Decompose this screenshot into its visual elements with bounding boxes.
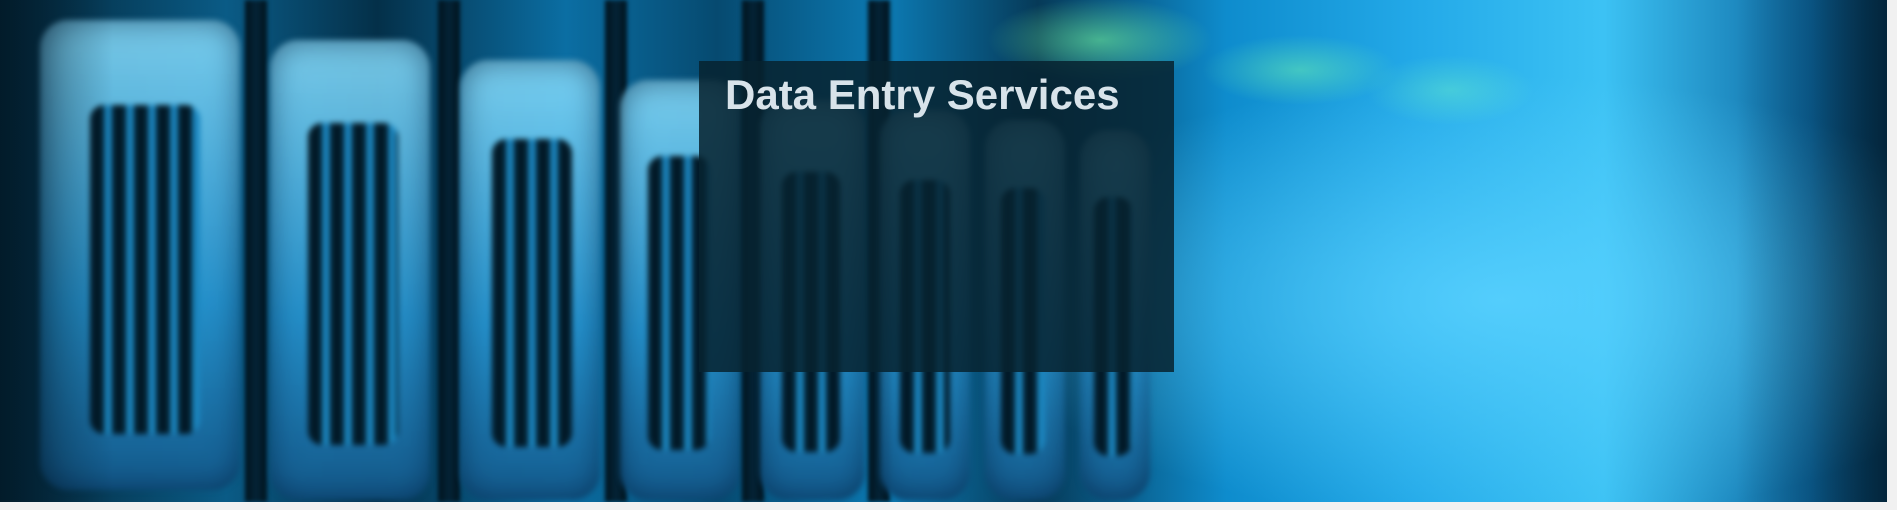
hero-banner: Data Entry Services (0, 0, 1887, 502)
hero-caption-overlay: Data Entry Services (699, 61, 1174, 372)
hero-title: Data Entry Services (725, 71, 1120, 118)
